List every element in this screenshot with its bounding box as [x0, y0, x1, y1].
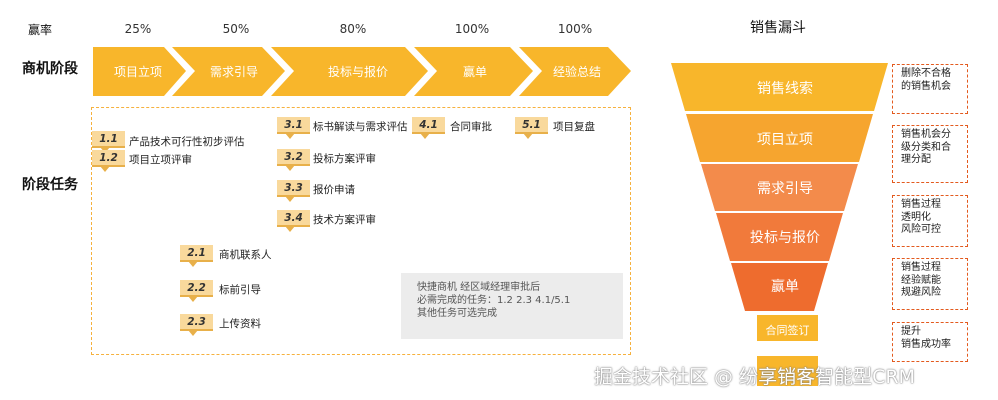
- funnel-extra-bottom: [757, 356, 818, 386]
- funnel-level-1: [671, 63, 888, 111]
- task-tag-5-1: 5.1: [515, 117, 548, 139]
- side-note-1: 删除不合格 的销售机会: [892, 64, 968, 114]
- stage-row-label: 商机阶段: [22, 61, 78, 77]
- funnel-level-5: [731, 263, 828, 311]
- side-note-3-line-3: 风险可控: [901, 224, 941, 235]
- task-tag-3-1: 3.1: [277, 117, 310, 139]
- task-text-2-2: 标前引导: [219, 284, 261, 296]
- note-line-1: 快捷商机 经区域经理审批后: [417, 282, 541, 293]
- task-tag-2-3: 2.3: [180, 314, 213, 336]
- funnel-level-2: [686, 114, 873, 162]
- fast-opportunity-note: 快捷商机 经区域经理审批后 必需完成的任务：1.2 2.3 4.1/5.1 其他…: [401, 273, 623, 339]
- stage-arrows: [93, 47, 631, 96]
- task-tag-3-4: 3.4: [277, 210, 310, 232]
- stage-arrow-2: [172, 47, 285, 96]
- task-text-3-4: 技术方案评审: [313, 214, 376, 226]
- rate-stage-1: 25%: [124, 22, 152, 36]
- side-note-3: 销售过程 透明化 风险可控: [892, 195, 968, 247]
- stage-label-2: 需求引导: [209, 65, 258, 79]
- side-note-4-line-1: 销售过程: [901, 262, 941, 273]
- stage-label-5: 经验总结: [552, 65, 601, 79]
- task-text-3-3: 报价申请: [313, 184, 355, 196]
- side-note-2-line-3: 理分配: [901, 154, 931, 165]
- task-text-1-1: 产品技术可行性初步评估: [129, 136, 245, 148]
- stage-label-3: 投标与报价: [327, 65, 388, 79]
- stage-arrow-1: [93, 47, 186, 96]
- funnel-extra-label: 合同签订: [765, 324, 810, 337]
- side-note-2-line-1: 销售机会分: [901, 129, 951, 140]
- task-tag-4-1: 4.1: [412, 117, 445, 139]
- task-text-3-1: 标书解读与需求评估: [313, 121, 408, 133]
- rate-row-label: 赢率: [28, 23, 53, 37]
- funnel-label-4: 投标与报价: [750, 230, 820, 246]
- side-note-1-line-2: 的销售机会: [901, 80, 951, 92]
- rate-stage-4: 100%: [454, 22, 490, 36]
- funnel-title: 销售漏斗: [750, 20, 806, 36]
- side-note-4-line-2: 经验赋能: [901, 274, 941, 286]
- stage-label-4: 赢单: [462, 65, 487, 79]
- task-text-4-1: 合同审批: [450, 121, 492, 133]
- funnel-label-1: 销售线索: [757, 81, 813, 97]
- stage-arrow-4: [414, 47, 533, 96]
- task-row-label: 阶段任务: [22, 177, 78, 193]
- rate-stage-3: 80%: [339, 22, 367, 36]
- note-line-2: 必需完成的任务：1.2 2.3 4.1/5.1: [417, 295, 571, 306]
- side-note-5-line-2: 销售成功率: [901, 338, 951, 350]
- funnel-label-2: 项目立项: [757, 132, 813, 148]
- stage-label-1: 项目立项: [113, 65, 162, 79]
- note-line-3: 其他任务可选完成: [417, 308, 497, 319]
- side-note-4: 销售过程 经验赋能 规避风险: [892, 258, 968, 310]
- task-text-5-1: 项目复盘: [553, 121, 595, 133]
- side-note-5: 提升 销售成功率: [892, 322, 968, 362]
- task-tag-3-2: 3.2: [277, 149, 310, 171]
- side-note-2: 销售机会分 级分类和合 理分配: [892, 125, 968, 183]
- side-note-2-line-2: 级分类和合: [901, 141, 951, 153]
- task-text-3-2: 投标方案评审: [313, 153, 376, 165]
- funnel-level-4: [716, 213, 843, 261]
- side-note-3-line-1: 销售过程: [901, 199, 941, 210]
- funnel-label-5: 赢单: [771, 279, 799, 295]
- funnel-level-3: [701, 164, 858, 211]
- task-text-2-1: 商机联系人: [219, 249, 272, 261]
- task-text-1-2: 项目立项评审: [129, 154, 192, 166]
- task-tag-1-2: 1.2: [92, 150, 125, 172]
- tasks-container: [91, 107, 631, 355]
- funnel-extra-contract: [757, 315, 818, 341]
- task-tag-2-2: 2.2: [180, 280, 213, 302]
- task-tag-2-1: 2.1: [180, 245, 213, 267]
- side-note-4-line-3: 规避风险: [901, 287, 941, 298]
- watermark: 掘金技术社区 @ 纷享销客智能型CRM: [594, 366, 915, 388]
- side-note-5-line-1: 提升: [901, 326, 921, 337]
- funnel-label-3: 需求引导: [757, 181, 813, 197]
- side-note-3-line-2: 透明化: [901, 211, 931, 223]
- rate-stage-5: 100%: [557, 22, 593, 36]
- side-note-1-line-1: 删除不合格: [901, 68, 951, 79]
- task-tag-3-3: 3.3: [277, 180, 310, 202]
- stage-arrow-5: [519, 47, 631, 96]
- task-tag-1-1: 1.1: [92, 131, 125, 153]
- task-text-2-3: 上传资料: [219, 318, 261, 330]
- sales-funnel: [671, 63, 888, 386]
- rate-stage-2: 50%: [222, 22, 250, 36]
- stage-arrow-3: [271, 47, 428, 96]
